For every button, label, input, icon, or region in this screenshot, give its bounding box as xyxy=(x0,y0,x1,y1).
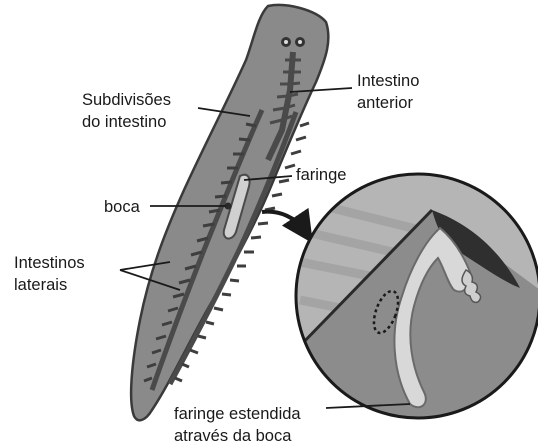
label-faringe-estendida-line1: faringe estendida xyxy=(174,405,301,423)
planarian-body xyxy=(131,5,328,420)
label-intestinos-laterais-line1: Intestinos xyxy=(14,254,85,272)
label-subdivisoes-line1: Subdivisões xyxy=(82,91,171,109)
label-intestino-anterior-line1: Intestino xyxy=(357,72,419,90)
label-subdivisoes-line2: do intestino xyxy=(82,113,166,131)
label-boca: boca xyxy=(104,198,141,216)
magnify-arrow xyxy=(262,212,304,230)
label-intestino-anterior-line2: anterior xyxy=(357,94,413,112)
magnified-view xyxy=(296,174,538,418)
label-intestinos-laterais-line2: laterais xyxy=(14,276,67,294)
label-faringe: faringe xyxy=(296,166,346,184)
label-faringe-estendida-line2: através da boca xyxy=(174,427,292,445)
